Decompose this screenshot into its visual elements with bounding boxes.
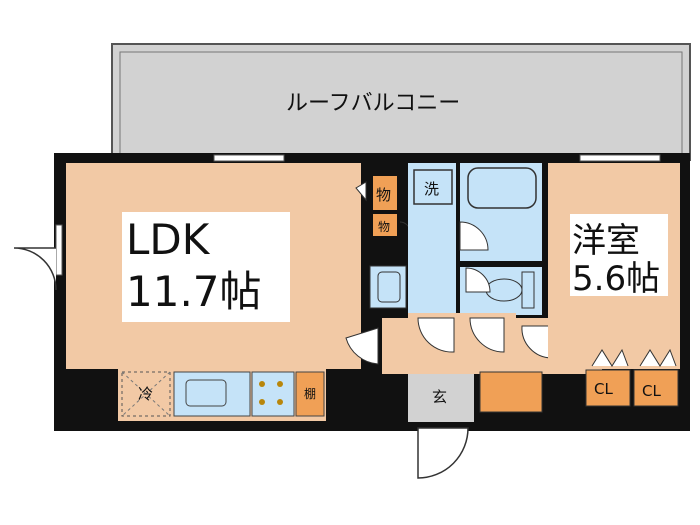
toilet-door [465, 267, 491, 293]
closet-2-door [639, 348, 677, 367]
entrance [408, 374, 474, 422]
ldk-side-door [13, 247, 57, 291]
ldk-hall-door [345, 327, 379, 365]
burner-4 [277, 399, 283, 405]
burner-2 [277, 381, 283, 387]
entrance-label: 玄 [432, 388, 447, 406]
closet-2-label: CL [642, 382, 661, 400]
ldk-window-left [55, 224, 63, 276]
ldk-size: 11.7帖 [126, 267, 262, 316]
roof-balcony [111, 43, 691, 161]
closet-1-label: CL [594, 380, 613, 398]
fridge-cross-2 [121, 371, 171, 417]
shelf-label: 棚 [304, 386, 316, 401]
ldk-window-top [213, 154, 285, 162]
western-size: 5.6帖 [572, 259, 660, 299]
burner-1 [259, 381, 265, 387]
western-window-top [579, 154, 661, 162]
toilet-bowl [485, 278, 523, 302]
burner-3 [259, 399, 265, 405]
storage-1 [373, 176, 397, 210]
balcony-label: ルーフバルコニー [286, 91, 460, 116]
closet-1-door [591, 348, 629, 367]
washroom-door [417, 317, 455, 353]
kitchen-stove [251, 371, 295, 417]
storage-2 [373, 214, 397, 236]
storage-1-label: 物 [376, 186, 391, 204]
closet-1 [585, 369, 631, 407]
fridge-label: 冷 [138, 385, 153, 403]
storage-2-label: 物 [378, 220, 390, 234]
closet-2 [633, 369, 679, 407]
shoe-storage [479, 371, 543, 413]
ldk-label-bg [122, 212, 290, 322]
hallway-upper [408, 313, 516, 321]
washer-label: 洗 [424, 180, 439, 198]
western-name: 洋室 [572, 221, 640, 261]
bathroom-door [459, 221, 489, 251]
entrance-door [417, 427, 469, 479]
storage-1-door [355, 181, 367, 202]
western-label-bg [570, 214, 668, 296]
wash-basin-bowl [377, 271, 401, 303]
kitchen-sink-basin [185, 379, 227, 407]
bathtub [467, 167, 537, 209]
kitchen-shelf [295, 371, 325, 417]
washer-box [413, 169, 453, 205]
toilet-hall-door [469, 317, 505, 353]
ldk-name: LDK [126, 215, 211, 264]
toilet-tank [521, 271, 535, 309]
